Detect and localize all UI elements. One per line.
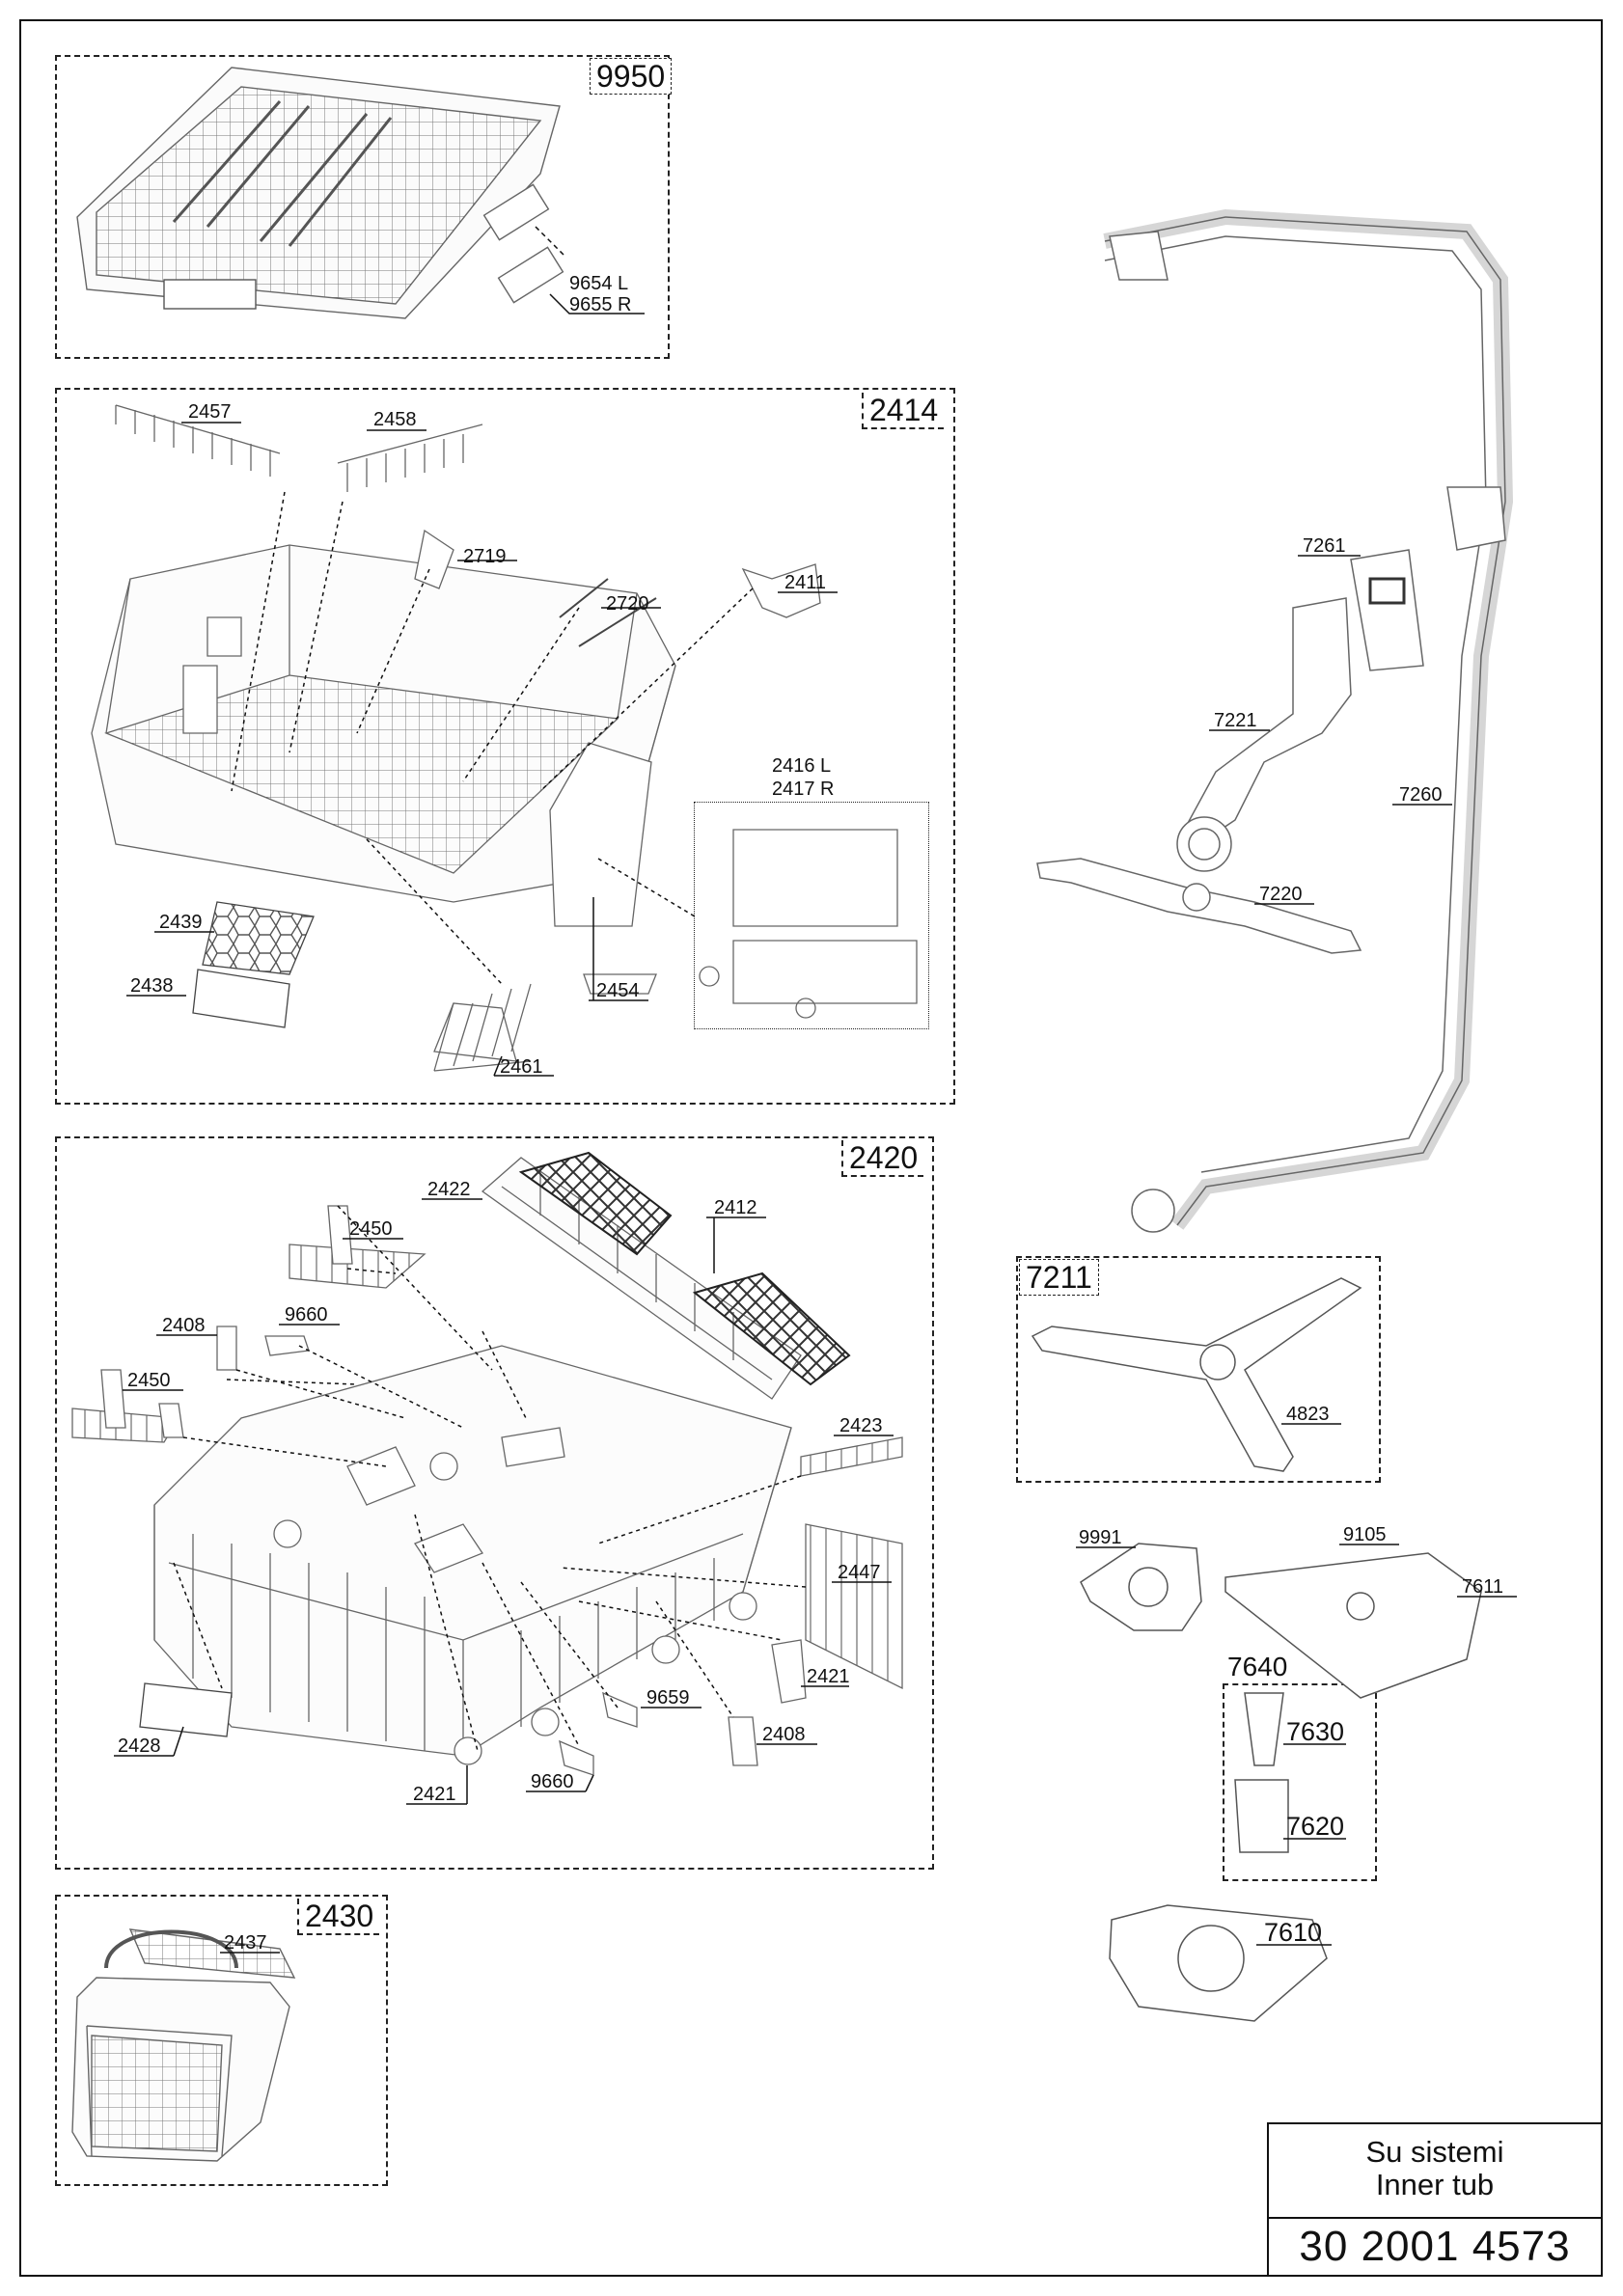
group-frame-7640 [1223,1683,1377,1881]
part-label-7260: 7260 [1399,784,1443,806]
part-label-9659: 9659 [646,1687,690,1708]
group-frame-2414 [55,388,955,1105]
group-label-7640: 7640 [1227,1652,1288,1681]
lower-basket-label-lines [114,1198,894,1805]
group-frame-9950 [55,55,670,359]
part-label-9655: 9655 R [569,294,632,315]
cutlery-basket [71,1928,296,2162]
part-label-2457: 2457 [188,401,232,423]
middle-spray-arm [1036,858,1362,954]
lower-basket [71,1151,903,1776]
title-english: Inner tub [1375,2168,1495,2201]
part-label-2428: 2428 [118,1736,161,1757]
part-label-7261: 7261 [1303,535,1346,557]
part-label-2450-b: 2450 [127,1370,171,1391]
part-label-9105: 9105 [1343,1524,1387,1545]
part-label-7220: 7220 [1259,884,1303,905]
sump-and-filters [1080,1543,1482,2022]
part-label-2416: 2416 L [772,755,831,777]
part-label-2408-a: 2408 [162,1315,206,1336]
group-tag-9950: 9950 [590,58,673,95]
group-tag-2420: 2420 [841,1140,924,1177]
part-labels: 9654 L 9655 R 2457 2458 2719 2720 2411 2… [118,273,1503,1954]
part-label-2719: 2719 [463,546,507,567]
part-label-2439: 2439 [159,912,203,933]
group-tag-7211: 7211 [1019,1259,1099,1296]
middle-spray-arm-pipe [1176,597,1352,872]
part-label-7630: 7630 [1286,1717,1344,1746]
part-label-2438: 2438 [130,975,174,997]
part-label-2423: 2423 [839,1415,883,1436]
page-border [19,19,1603,2277]
part-label-7611: 7611 [1462,1576,1503,1598]
lower-spray-arm [1031,1277,1362,1472]
part-label-9654: 9654 L [569,273,628,294]
group-tag-2430: 2430 [297,1899,380,1935]
part-label-2454: 2454 [596,980,640,1001]
part-label-2447: 2447 [838,1562,881,1583]
part-label-9660-b: 9660 [531,1771,574,1792]
group-frame-7211 [1016,1256,1381,1483]
part-label-2408-b: 2408 [762,1724,806,1745]
part-label-7610: 7610 [1264,1918,1322,1947]
part-label-2437: 2437 [224,1932,267,1954]
part-label-7221: 7221 [1214,710,1257,731]
part-label-7620: 7620 [1286,1812,1344,1841]
lower-basket-leader-lines [173,1205,807,1752]
upper-basket-leader-lines [231,491,754,985]
part-label-2421-a: 2421 [807,1666,850,1687]
upper-basket-label-lines [126,422,838,1077]
part-label-2411: 2411 [784,572,826,593]
part-label-2720: 2720 [606,593,649,615]
part-label-2422: 2422 [427,1179,471,1200]
sump-label-lines [1076,1544,1517,1946]
part-label-2412: 2412 [714,1197,757,1218]
part-label-4823: 4823 [1286,1404,1330,1425]
group-frame-2430 [55,1895,388,2186]
group-tag-2414: 2414 [862,393,945,429]
spray-label-lines [1209,555,1452,905]
upper-basket [91,404,918,1072]
part-label-2461: 2461 [500,1056,543,1078]
part-label-2450-a: 2450 [349,1218,393,1240]
part-label-2458: 2458 [373,409,417,430]
upper-cutlery-tray [76,67,564,319]
part-label-2421-b: 2421 [413,1784,456,1805]
title-block: Su sistemi Inner tub 30 2001 4573 [1267,2122,1603,2277]
group-frame-2420 [55,1136,934,1870]
upper-spray-pipe [1103,208,1514,1233]
title-turkish: Su sistemi [1365,2135,1504,2169]
part-label-9660-a: 9660 [285,1304,328,1326]
drawing-code: 30 2001 4573 [1269,2217,1601,2275]
part-label-2417: 2417 R [772,779,835,800]
part-label-9991: 9991 [1079,1527,1122,1548]
